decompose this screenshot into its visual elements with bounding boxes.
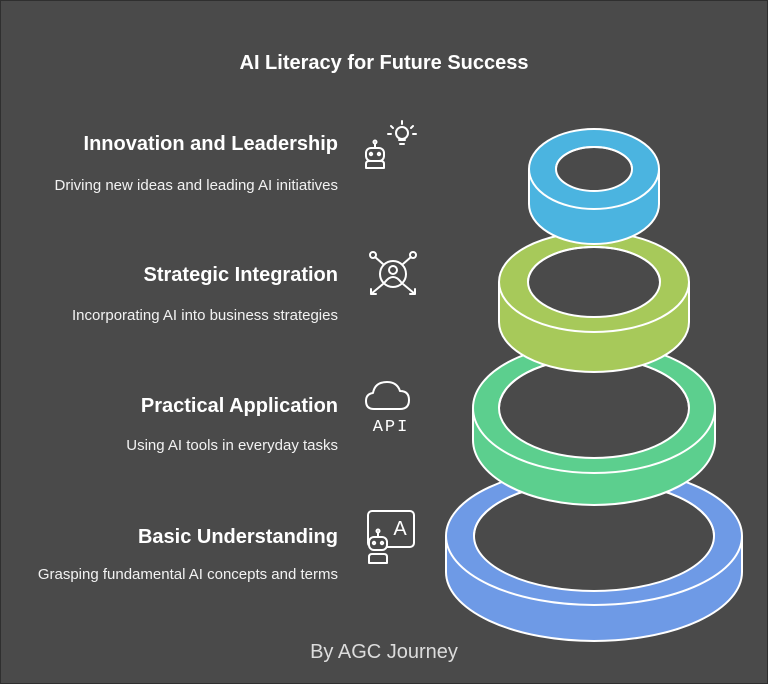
ring-innovation-leadership <box>529 129 659 244</box>
ring-strategic-integration <box>499 232 689 372</box>
footer-credit: By AGC Journey <box>0 641 768 664</box>
